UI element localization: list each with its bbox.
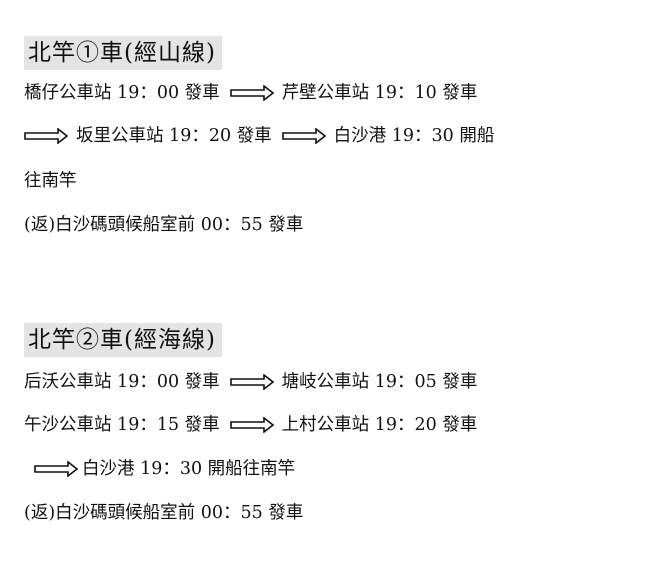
right-arrow-icon [281, 128, 326, 144]
stop-text: 上村公車站 19：20 發車 [281, 415, 478, 435]
schedule-line-1-4: (返)白沙碼頭候船室前 00：55 發車 [24, 212, 303, 238]
schedule-line-2-4: (返)白沙碼頭候船室前 00：55 發車 [24, 500, 303, 526]
stop-text: 橋仔公車站 19：00 發車 [24, 83, 220, 103]
section-title-2: 北竿②車(經海線) [24, 323, 222, 357]
right-arrow-icon [229, 374, 274, 390]
stop-text: 白沙港 19：30 開船 [333, 126, 495, 146]
return-text: (返)白沙碼頭候船室前 00：55 發車 [24, 503, 304, 523]
schedule-line-2-3: 白沙港 19：30 開船往南竿 [24, 456, 295, 482]
stop-text: 后沃公車站 19：00 發車 [24, 372, 220, 392]
right-arrow-icon [34, 461, 78, 477]
destination-text: 白沙港 19：30 開船往南竿 [82, 459, 296, 479]
destination-text: 往南竿 [24, 171, 77, 191]
schedule-line-1-2: 坂里公車站 19：20 發車 白沙港 19：30 開船 [24, 123, 494, 149]
right-arrow-icon [229, 417, 274, 433]
schedule-line-2-1: 后沃公車站 19：00 發車 塘岐公車站 19：05 發車 [24, 369, 477, 395]
right-arrow-icon [24, 128, 68, 144]
section-title-1: 北竿①車(經山線) [24, 36, 222, 70]
schedule-line-2-2: 午沙公車站 19：15 發車 上村公車站 19：20 發車 [24, 412, 477, 438]
stop-text: 午沙公車站 19：15 發車 [24, 415, 220, 435]
stop-text: 塘岐公車站 19：05 發車 [281, 372, 478, 392]
schedule-line-1-3: 往南竿 [24, 168, 77, 194]
stop-text: 芹壁公車站 19：10 發車 [281, 83, 478, 103]
return-text: (返)白沙碼頭候船室前 00：55 發車 [24, 215, 304, 235]
stop-text: 坂里公車站 19：20 發車 [76, 126, 272, 146]
right-arrow-icon [229, 85, 274, 101]
schedule-line-1-1: 橋仔公車站 19：00 發車 芹壁公車站 19：10 發車 [24, 80, 477, 106]
